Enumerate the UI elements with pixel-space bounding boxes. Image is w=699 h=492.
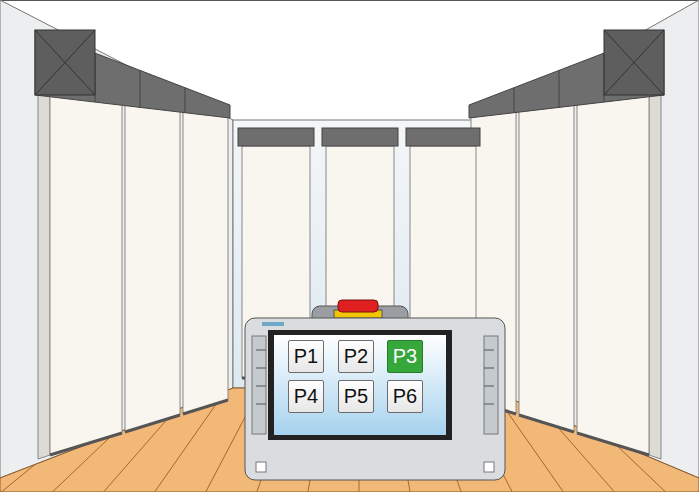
handheld-panel <box>245 318 505 480</box>
screen-bezel <box>268 330 452 440</box>
roller-blind <box>577 93 649 455</box>
touch-screen <box>274 335 446 435</box>
blind-headrail <box>35 30 230 118</box>
screen-button: P6 <box>387 380 423 413</box>
blind-headrail <box>469 30 664 118</box>
blind-edge <box>38 92 50 459</box>
blind-bottom-bars <box>50 400 228 455</box>
left-wall <box>0 0 233 478</box>
screen-button: P1 <box>288 340 324 373</box>
motor-box <box>35 30 95 95</box>
roller-blind <box>183 107 228 414</box>
headrail-joints <box>514 53 604 113</box>
roller-blind <box>125 101 180 432</box>
roller-blind <box>50 93 122 455</box>
button-label: P4 <box>294 385 318 408</box>
blind-headrail <box>322 128 398 146</box>
screen-button: P4 <box>288 380 324 413</box>
button-label: P2 <box>344 345 368 368</box>
blind-headrail <box>238 128 314 146</box>
status-led <box>262 322 284 326</box>
button-label: P3 <box>393 345 417 368</box>
button-label: P1 <box>294 345 318 368</box>
motor-box <box>604 30 664 95</box>
motor-box-cross <box>604 30 664 95</box>
corner-key <box>256 462 266 472</box>
screen-button: P3 <box>387 340 423 373</box>
motor-box-cross <box>35 30 95 95</box>
emergency-stop <box>338 300 378 312</box>
blind-edge <box>649 92 661 459</box>
side-keys <box>484 336 498 434</box>
screen-button: P5 <box>338 380 374 413</box>
screen-button: P2 <box>338 340 374 373</box>
corner-key <box>484 462 494 472</box>
roller-blind <box>519 101 574 432</box>
headrail-joints <box>95 53 185 113</box>
blind-headrail <box>406 128 480 146</box>
side-keys <box>252 336 266 434</box>
button-label: P6 <box>393 385 417 408</box>
button-label: P5 <box>344 385 368 408</box>
